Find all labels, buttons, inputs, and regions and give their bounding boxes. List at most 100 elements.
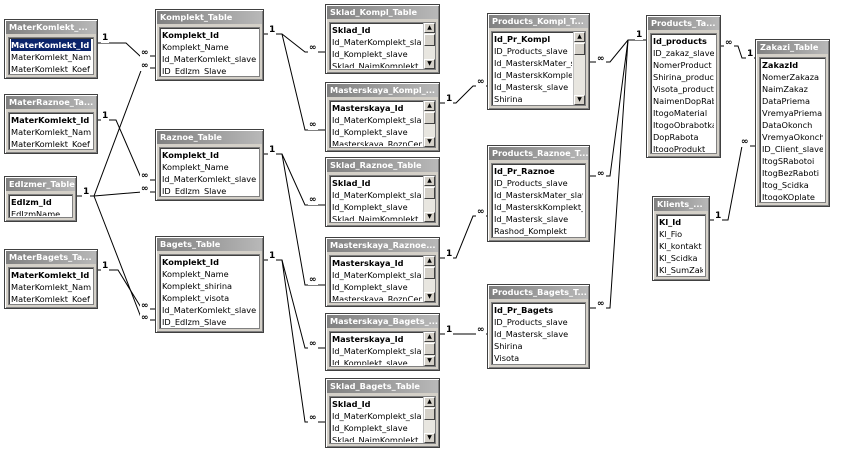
table-title[interactable]: Sklad_Bagets_Table <box>327 380 438 393</box>
vertical-scrollbar[interactable]: ▲▼ <box>423 101 435 147</box>
field-item[interactable]: ItogoObrabotka <box>653 119 714 131</box>
scroll-up-icon[interactable]: ▲ <box>424 256 435 266</box>
table-title[interactable]: Masterskaya_Bagets_... <box>327 315 438 328</box>
field-item[interactable]: Id_Komplekt_slave <box>332 201 422 213</box>
field-item[interactable]: ID_EdIzm_Slave <box>162 65 257 75</box>
field-item[interactable]: ItogoProdukt <box>653 143 714 152</box>
scroll-down-icon[interactable]: ▼ <box>424 356 435 366</box>
field-item[interactable]: DataPriema <box>762 95 823 107</box>
field-item[interactable]: DataOkonch <box>762 119 823 131</box>
field-item[interactable]: MaterKomlekt_Name <box>11 51 91 63</box>
field-item[interactable]: Sklad_NaimKomplekt <box>332 434 422 442</box>
scroll-up-icon[interactable]: ▲ <box>424 101 435 111</box>
table-title[interactable]: Products_Kompl_T... <box>489 15 588 28</box>
field-item[interactable]: NaimenDopRabo <box>653 95 714 107</box>
field-item[interactable]: MaterKomlekt_Koef <box>11 293 91 303</box>
table-title[interactable]: Masterskaya_Raznoe... <box>327 239 438 252</box>
primary-key-field[interactable]: MaterKomlekt_Id <box>11 269 91 281</box>
field-item[interactable]: Id_MaterKomlekt_slave <box>162 173 257 185</box>
primary-key-field[interactable]: ZakazId <box>762 59 823 71</box>
vertical-scrollbar[interactable]: ▲▼ <box>423 332 435 366</box>
primary-key-field[interactable]: Masterskaya_Id <box>332 257 422 269</box>
field-item[interactable]: Id_MasterskMater_sla <box>494 57 572 69</box>
primary-key-field[interactable]: Id_products <box>653 35 714 47</box>
field-item[interactable]: NomerProduct <box>653 59 714 71</box>
vertical-scrollbar[interactable]: ▲▼ <box>423 176 435 222</box>
field-item[interactable]: Shirina <box>494 340 583 352</box>
scroll-up-icon[interactable]: ▲ <box>574 32 585 42</box>
field-item[interactable]: ItogoMaterial <box>653 107 714 119</box>
table-title[interactable]: Sklad_Raznoe_Table <box>327 159 438 172</box>
field-item[interactable]: Rashod_Komplekt <box>494 225 583 236</box>
field-item[interactable]: Visota_product <box>653 83 714 95</box>
table-title[interactable]: Masterskaya_Kompl_... <box>327 84 438 97</box>
field-item[interactable]: Komplekt_shirina <box>162 280 257 292</box>
link-bagets-skladbagets[interactable] <box>281 259 325 423</box>
scroll-thumb[interactable] <box>574 43 585 55</box>
link-komplekt-masterkompl[interactable] <box>281 33 325 131</box>
primary-key-field[interactable]: Kl_Id <box>659 216 703 228</box>
table-title[interactable]: MaterKomlekt_... <box>6 21 96 34</box>
field-item[interactable]: Id_MasterskKomplekt <box>494 69 572 81</box>
scroll-thumb[interactable] <box>424 408 435 420</box>
scroll-down-icon[interactable]: ▼ <box>424 433 435 443</box>
primary-key-field[interactable]: Komplekt_Id <box>162 29 257 41</box>
field-item[interactable]: MaterKomlekt_Koef <box>11 138 91 148</box>
primary-key-field[interactable]: Id_Pr_Raznoe <box>494 165 583 177</box>
scroll-thumb[interactable] <box>424 34 435 46</box>
scroll-down-icon[interactable]: ▼ <box>574 95 585 105</box>
table-title[interactable]: Raznoe_Table <box>157 131 262 144</box>
field-item[interactable]: Kl_SumZak <box>659 264 703 275</box>
field-item[interactable]: Masterskaya_RoznCena <box>332 138 422 146</box>
field-item[interactable]: Id_MaterKomplekt_slave <box>332 410 422 422</box>
scroll-down-icon[interactable]: ▼ <box>424 59 435 69</box>
primary-key-field[interactable]: Id_Pr_Bagets <box>494 304 583 316</box>
primary-key-field[interactable]: Id_Pr_Kompl <box>494 33 572 45</box>
field-item[interactable]: MaterKomlekt_Name <box>11 281 91 293</box>
field-item[interactable]: Shirina_product <box>653 71 714 83</box>
vertical-scrollbar[interactable]: ▲▼ <box>423 397 435 443</box>
field-item[interactable]: VremyaOkonch <box>762 131 823 143</box>
table-title[interactable]: Products_Bagets_T... <box>489 286 588 299</box>
field-item[interactable]: NomerZakaza <box>762 71 823 83</box>
field-item[interactable]: Shirina <box>494 93 572 104</box>
field-item[interactable]: ID_Products_slave <box>494 177 583 189</box>
scroll-down-icon[interactable]: ▼ <box>424 212 435 222</box>
vertical-scrollbar[interactable]: ▲▼ <box>573 32 585 105</box>
link-bagets-masterbagets[interactable] <box>264 259 325 349</box>
field-item[interactable]: ItogSRabotoi <box>762 155 823 167</box>
field-item[interactable]: Komplekt_Name <box>162 268 257 280</box>
field-item[interactable]: Id_MaterKomplekt_slave <box>332 345 422 357</box>
field-item[interactable]: Sklad_NaimKomplekt <box>332 213 422 221</box>
field-item[interactable]: MaterKomlekt_Koef <box>11 63 91 73</box>
scroll-up-icon[interactable]: ▲ <box>424 23 435 33</box>
field-item[interactable]: Id_MasterskKomplekt_sl <box>494 201 583 213</box>
scroll-thumb[interactable] <box>424 112 435 124</box>
field-item[interactable]: MaterKomlekt_Name <box>11 126 91 138</box>
field-item[interactable]: Id_Komplekt_slave <box>332 281 422 293</box>
